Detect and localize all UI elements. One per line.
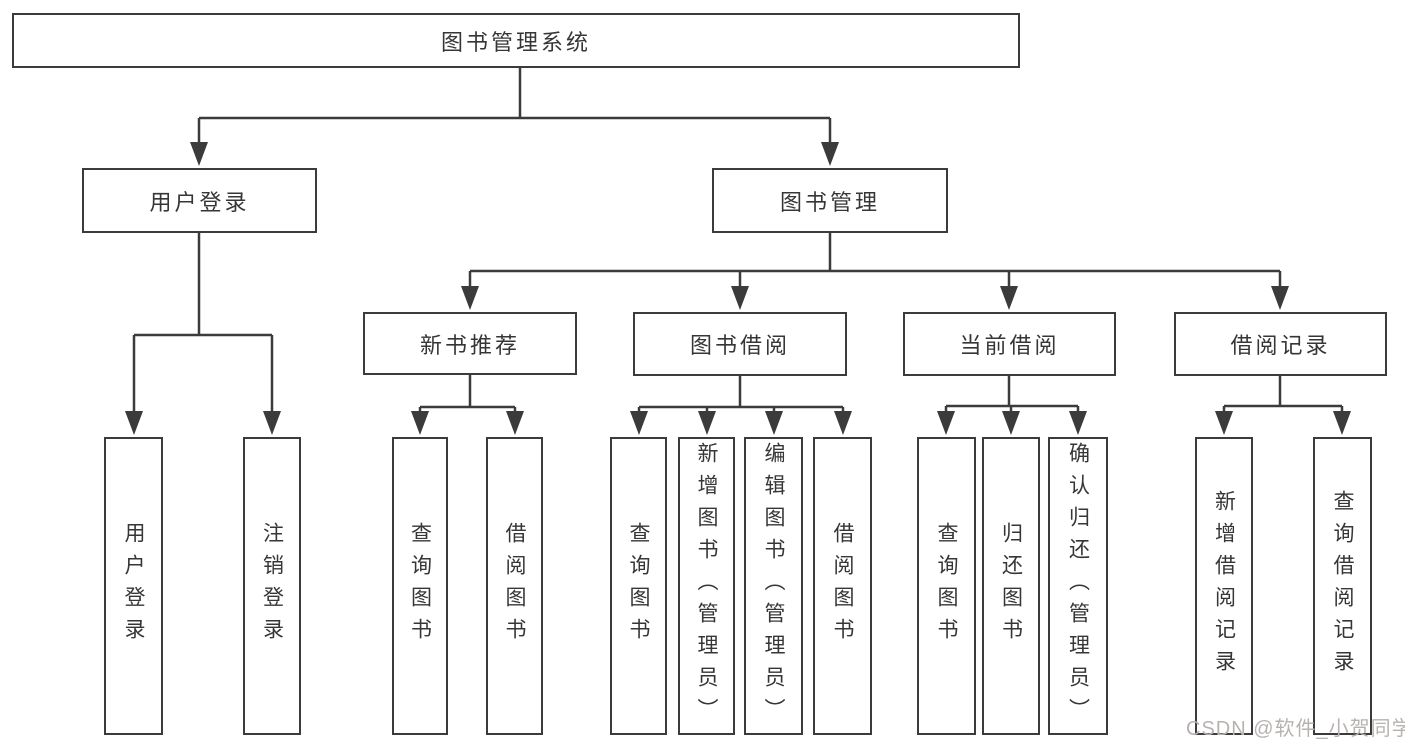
leaf-query-borrow-record: 查询借阅记录: [1313, 437, 1372, 735]
node-root-library-system: 图书管理系统: [12, 13, 1020, 68]
node-current-borrowing: 当前借阅: [903, 312, 1116, 376]
node-book-management: 图书管理: [712, 168, 948, 233]
leaf-borrowing-query-books: 查询图书: [610, 437, 667, 735]
leaf-confirm-return-admin-label: 确认归还（管理员）: [1066, 442, 1090, 730]
leaf-logout-label: 注销登录: [260, 522, 284, 650]
csdn-watermark: CSDN @软件_小贺同学: [1186, 718, 1405, 740]
leaf-return-books: 归还图书: [982, 437, 1040, 735]
leaf-logout: 注销登录: [243, 437, 301, 735]
leaf-current-query-books: 查询图书: [917, 437, 976, 735]
leaf-recommend-query-books-label: 查询图书: [408, 522, 432, 650]
leaf-recommend-borrow-books-label: 借阅图书: [503, 522, 526, 650]
node-book-borrowing: 图书借阅: [633, 312, 847, 376]
leaf-recommend-borrow-books: 借阅图书: [486, 437, 543, 735]
leaf-query-borrow-record-label: 查询借阅记录: [1331, 490, 1354, 682]
leaf-borrowing-query-books-label: 查询图书: [627, 522, 650, 650]
leaf-borrowing-borrow-books: 借阅图书: [813, 437, 872, 735]
node-borrowing-records: 借阅记录: [1174, 312, 1387, 376]
leaf-user-login-label: 用户登录: [122, 522, 145, 650]
leaf-edit-books-admin: 编辑图书（管理员）: [744, 437, 803, 735]
leaf-user-login: 用户登录: [104, 437, 163, 735]
leaf-add-books-admin-label: 新增图书（管理员）: [695, 442, 718, 730]
leaf-add-borrow-record-label: 新增借阅记录: [1212, 490, 1236, 682]
leaf-add-borrow-record: 新增借阅记录: [1195, 437, 1253, 735]
leaf-borrowing-borrow-books-label: 借阅图书: [831, 522, 854, 650]
node-new-book-recommendation: 新书推荐: [363, 312, 577, 375]
leaf-confirm-return-admin: 确认归还（管理员）: [1048, 437, 1108, 735]
leaf-current-query-books-label: 查询图书: [935, 522, 958, 650]
leaf-add-books-admin: 新增图书（管理员）: [678, 437, 735, 735]
leaf-return-books-label: 归还图书: [999, 522, 1023, 650]
leaf-edit-books-admin-label: 编辑图书（管理员）: [762, 442, 785, 730]
node-user-login: 用户登录: [82, 168, 317, 233]
leaf-recommend-query-books: 查询图书: [392, 437, 448, 735]
